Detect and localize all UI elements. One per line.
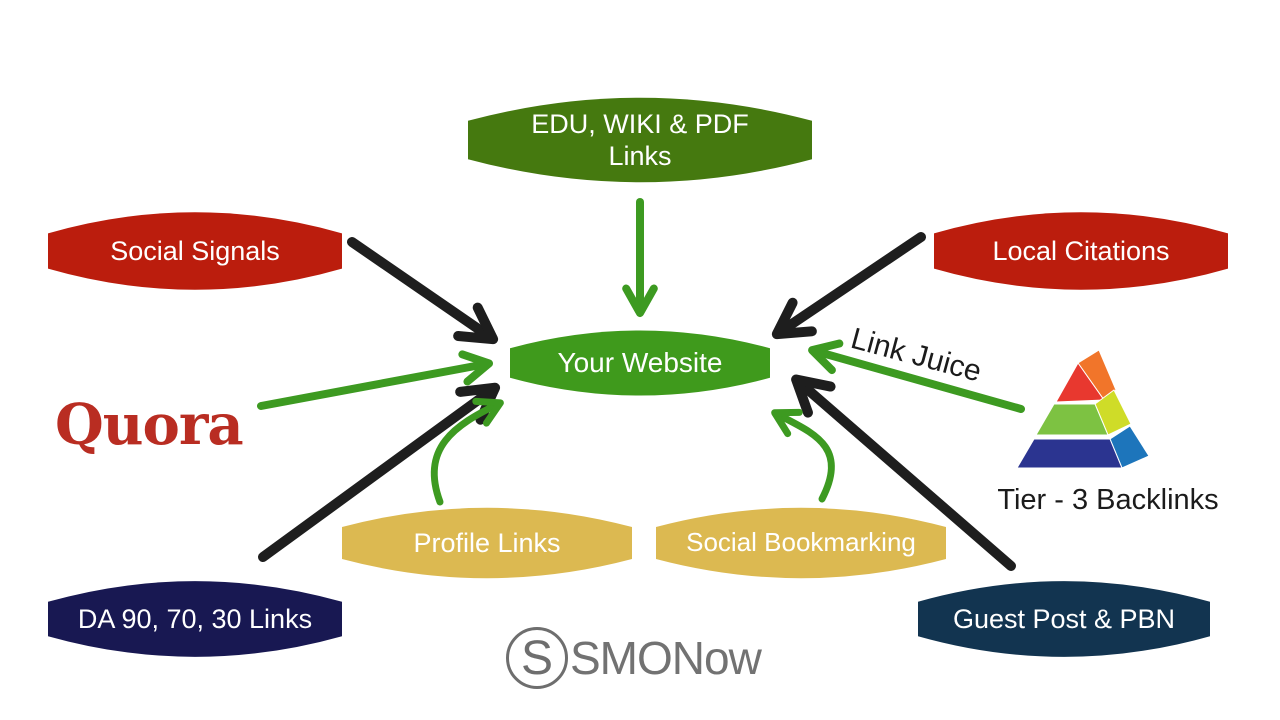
- arrow-social-signals-to-website: [347, 237, 499, 345]
- node-label: Social Bookmarking: [686, 527, 916, 558]
- arrow-quora-to-website: [257, 350, 494, 410]
- node-da-90-70-30-links: DA 90, 70, 30 Links: [48, 576, 342, 662]
- node-label: Local Citations: [992, 235, 1170, 266]
- node-your-website: Your Website: [510, 326, 770, 400]
- logo-name: SMONow: [570, 632, 762, 684]
- node-social-bookmarking: Social Bookmarking: [656, 503, 946, 583]
- badge-fill: [918, 581, 1210, 657]
- tier3-pyramid-icon: [1016, 349, 1150, 469]
- quora-logo: Quora: [55, 392, 244, 458]
- smonow-s-icon: S: [506, 627, 568, 689]
- node-label: EDU, WIKI & PDF Links: [531, 108, 749, 171]
- node-label: Social Signals: [110, 235, 280, 266]
- badge-shape: [48, 581, 342, 657]
- badge-fill: [342, 507, 632, 579]
- badge-fill: [48, 581, 342, 657]
- link-juice-label: Link Juice: [847, 322, 985, 389]
- node-profile-links: Profile Links: [342, 503, 632, 583]
- badge-shape: [918, 581, 1210, 657]
- badge-shape: [342, 507, 632, 579]
- pyramid-bottom-navy: [1016, 438, 1123, 469]
- badge-shape: [934, 212, 1228, 290]
- smonow-logo: S SMONow: [506, 627, 762, 689]
- node-label: Your Website: [557, 347, 723, 379]
- badge-shape: [656, 507, 946, 579]
- badge-shape: [468, 97, 812, 183]
- badge-fill: [656, 507, 946, 579]
- arrow-profile-links-to-website: [430, 397, 504, 506]
- node-edu-wiki-pdf-links: EDU, WIKI & PDF Links: [468, 92, 812, 188]
- node-guest-post-pbn: Guest Post & PBN: [918, 576, 1210, 662]
- pyramid-mid-green: [1035, 403, 1109, 436]
- node-label: Guest Post & PBN: [952, 603, 1176, 634]
- badge-fill: [510, 330, 770, 396]
- node-local-citations: Local Citations: [934, 207, 1228, 295]
- node-social-signals: Social Signals: [48, 207, 342, 295]
- badge-shape: [510, 330, 770, 396]
- node-label: Profile Links: [413, 527, 561, 558]
- badge-shape: [48, 212, 342, 290]
- arrow-social-bookmarking-to-website: [771, 408, 835, 503]
- tier3-backlinks-label: Tier - 3 Backlinks: [997, 484, 1219, 516]
- logo-initial: S: [520, 631, 553, 685]
- badge-fill: [468, 97, 812, 183]
- badge-fill: [48, 212, 342, 290]
- pyramid-top-red: [1055, 362, 1105, 403]
- node-label: DA 90, 70, 30 Links: [77, 603, 313, 634]
- arrow-local-citations-to-website: [771, 232, 926, 340]
- badge-fill: [934, 212, 1228, 290]
